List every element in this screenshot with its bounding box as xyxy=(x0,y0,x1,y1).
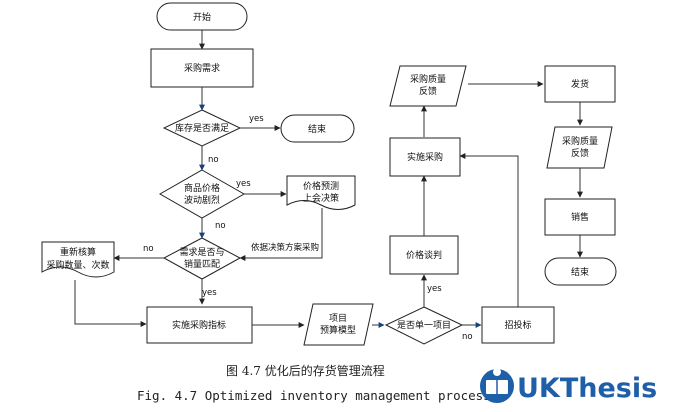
execute-purchase-process xyxy=(389,137,461,177)
price-check-label-2: 波动剧烈 xyxy=(184,194,220,206)
tender-label: 招投标 xyxy=(504,319,531,331)
sales-process xyxy=(544,198,616,236)
edge-label-no-price: no xyxy=(215,221,226,231)
quality-feedback-1-label-1: 采购质量 xyxy=(410,73,446,85)
price-forecast-document xyxy=(286,175,356,210)
logo-head-icon xyxy=(493,368,501,376)
logo-text: UKThesis xyxy=(517,373,657,404)
quality-feedback-2-label-2: 反馈 xyxy=(571,147,589,159)
end-top-terminal xyxy=(280,114,355,143)
edge-label-no-single: no xyxy=(462,332,473,342)
quality-feedback-2-label-1: 采购质量 xyxy=(562,135,598,147)
caption-english: Fig. 4.7 Optimized inventory management … xyxy=(137,388,491,403)
caption-chinese: 图 4.7 优化后的存货管理流程 xyxy=(226,363,385,378)
edge-recalc-to-implement xyxy=(74,280,147,327)
nodes xyxy=(41,2,617,346)
recalc-document xyxy=(41,241,115,278)
quality-feedback-1-data xyxy=(389,65,467,107)
budget-model-label-1: 项目 xyxy=(329,313,347,324)
edge-label-yes-demand: yes xyxy=(202,288,217,298)
execute-purchase-label: 实施采购 xyxy=(407,151,443,163)
demand-check-label-2: 销量匹配 xyxy=(184,258,220,270)
tender-process xyxy=(481,306,555,344)
edge-tender-to-execute xyxy=(459,153,519,307)
implement-indicator-label: 实施采购指标 xyxy=(172,319,226,331)
sales-label: 销售 xyxy=(571,211,589,223)
edge-label-yes-price: yes xyxy=(236,179,251,189)
edge-label-no-inventory: no xyxy=(208,155,219,165)
purchase-demand-process xyxy=(150,48,254,88)
edge-label-yes-single: yes xyxy=(427,284,442,294)
negotiate-process xyxy=(389,235,459,275)
quality-feedback-1-label-2: 反馈 xyxy=(419,85,437,97)
edge-forecast-to-demand xyxy=(239,208,323,261)
edge-label-yes-inventory: yes xyxy=(249,114,264,124)
edges xyxy=(74,30,583,328)
edge-label-decide-by-plan: 依据决策方案采购 xyxy=(251,242,319,253)
end-right-label: 结束 xyxy=(571,266,589,278)
price-forecast-label-2: 上会决策 xyxy=(303,192,339,204)
end-right-terminal xyxy=(544,257,617,286)
recalc-label-1: 重新核算 xyxy=(60,246,96,258)
single-project-label: 是否单一项目 xyxy=(397,319,451,331)
edge-label-no-demand: no xyxy=(143,244,154,254)
purchase-demand-label: 采购需求 xyxy=(184,62,220,74)
ukthesis-logo: UKThesis xyxy=(480,368,657,404)
implement-indicator-process xyxy=(146,306,253,344)
budget-model-data xyxy=(303,303,374,346)
ship-label: 发货 xyxy=(571,78,589,90)
start-label: 开始 xyxy=(193,11,211,23)
negotiate-label: 价格谈判 xyxy=(406,249,442,261)
single-project-decision xyxy=(384,306,464,345)
quality-feedback-2-data xyxy=(546,126,613,169)
end-top-label: 结束 xyxy=(308,123,326,135)
price-check-decision xyxy=(158,169,246,219)
ship-process xyxy=(544,65,616,103)
recalc-label-2: 采购数量、次数 xyxy=(46,259,109,271)
inventory-check-label: 库存是否满足 xyxy=(175,122,229,134)
budget-model-label-2: 预算模型 xyxy=(320,324,356,336)
price-forecast-label-1: 价格预测 xyxy=(303,180,339,192)
start-terminal xyxy=(156,2,248,31)
demand-check-label-1: 需求是否与 xyxy=(179,246,224,258)
inventory-check-decision xyxy=(162,109,242,147)
demand-check-decision xyxy=(162,237,242,280)
price-check-label-1: 商品价格 xyxy=(184,182,220,194)
